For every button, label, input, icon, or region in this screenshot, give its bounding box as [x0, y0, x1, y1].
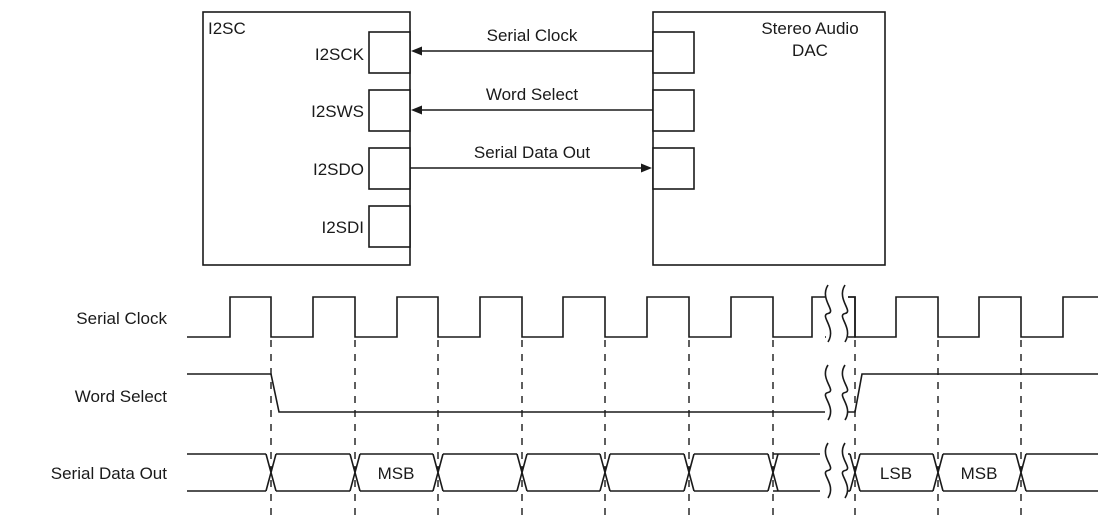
data-crossover [767, 453, 779, 492]
pin-box-i2sws [368, 89, 411, 132]
dac-title-line1: Stereo Audio [761, 19, 858, 38]
pin-label-i2sws: I2SWS [311, 102, 364, 121]
controller-block: I2SC I2SCK I2SWS I2SDO I2SDI [202, 11, 411, 266]
data-cell-label: LSB [880, 464, 912, 483]
signal-label-serial-data-out: Serial Data Out [51, 464, 167, 483]
connection-label-serial-clock: Serial Clock [487, 26, 578, 45]
connection-label-word-select: Word Select [486, 85, 579, 104]
dac-block: Stereo Audio DAC [652, 11, 886, 266]
break-line [824, 442, 832, 499]
dac-title-line2: DAC [792, 41, 828, 60]
serial-clock-wave-b [848, 296, 1098, 338]
timing-signal-labels: Serial Clock Word Select Serial Data Out [51, 309, 168, 483]
timing-waveforms: MSB LSB MSB [187, 296, 1098, 492]
dac-pin-box-ws [652, 89, 695, 132]
serial-clock-wave-a [187, 296, 856, 338]
break-line [841, 284, 849, 343]
connections: Serial Clock Word Select Serial Data Out [410, 26, 653, 173]
pin-box-i2sck [368, 31, 411, 74]
data-crossover [599, 453, 611, 492]
signal-label-serial-clock: Serial Clock [76, 309, 167, 328]
data-crossover [516, 453, 528, 492]
data-cell-label: MSB [961, 464, 998, 483]
data-crossover [683, 453, 695, 492]
pin-box-i2sdi [368, 205, 411, 248]
dac-pin-box-clock [652, 31, 695, 74]
arrowhead-word-select [411, 105, 422, 115]
timing-break-marks [824, 284, 849, 499]
data-crossover [349, 453, 361, 492]
word-select-wave-a [187, 373, 825, 413]
connection-label-serial-data-out: Serial Data Out [474, 143, 590, 162]
break-line [824, 284, 832, 343]
pin-box-i2sdo [368, 147, 411, 190]
break-line [824, 364, 832, 421]
pin-label-i2sdo: I2SDO [313, 160, 364, 179]
data-crossover [932, 453, 944, 492]
dac-pin-box-data [652, 147, 695, 190]
data-crossover [265, 453, 277, 492]
timing-guide-lines [270, 340, 1022, 517]
controller-title: I2SC [208, 19, 246, 38]
break-line [841, 364, 849, 421]
pin-label-i2sck: I2SCK [315, 45, 365, 64]
data-cell-label: MSB [378, 464, 415, 483]
data-crossover [1015, 453, 1027, 492]
signal-label-word-select: Word Select [75, 387, 168, 406]
word-select-wave-b [848, 373, 1098, 413]
arrowhead-serial-clock [411, 46, 422, 56]
arrowhead-serial-data-out [641, 163, 652, 173]
data-crossover [849, 453, 861, 492]
data-crossover [432, 453, 444, 492]
break-line [841, 442, 849, 499]
pin-label-i2sdi: I2SDI [321, 218, 364, 237]
